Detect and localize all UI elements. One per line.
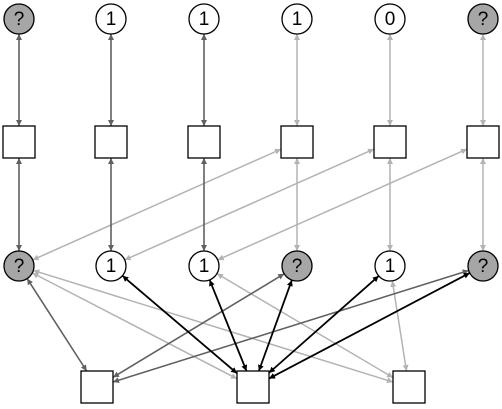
upper-factor-node-4 [373,125,407,159]
top-variable-node-5-label: ? [478,9,489,30]
top-variable-node-4-circle [374,3,406,35]
middle-variable-node-3-circle [281,250,313,282]
upper-factor-node-2 [187,125,221,159]
middle-variable-node-5-label: ? [478,256,489,277]
middle-variable-node-0: ? [3,250,35,282]
top-variable-node-1-label: 1 [106,9,117,30]
top-variable-node-4-label: 0 [385,9,396,30]
top-variable-node-0: ? [3,3,35,35]
top-variable-node-2: 1 [188,3,220,35]
middle-variable-node-0-label: ? [14,256,25,277]
middle-variable-node-1-label: 1 [106,256,117,277]
edge-node-4-to-lower-factor-1 [268,275,380,374]
top-variable-node-4: 0 [374,3,406,35]
edge-factor-4-to-node-1 [124,148,375,261]
top-variable-node-1: 1 [95,3,127,35]
top-variable-node-1-circle [95,3,127,35]
top-variable-node-5-circle [467,3,499,35]
top-variable-node-3-circle [281,3,313,35]
middle-variable-node-5-circle [467,250,499,282]
edge-node-0-to-lower-factor-1 [31,272,238,380]
lower-factor-node-0 [80,370,114,404]
nodes-layer: ? 1 1 1 0?? 1 1? 1? [2,3,500,404]
edge-factor-5-to-node-2 [217,148,468,261]
middle-variable-node-3: ? [281,250,313,282]
edge-node-5-to-lower-factor-1 [268,272,471,380]
middle-variable-node-5: ? [467,250,499,282]
upper-factor-node-3 [280,125,314,159]
upper-factor-node-1 [94,125,128,159]
middle-variable-node-4-circle [374,250,406,282]
middle-variable-node-3-label: ? [292,256,303,277]
top-variable-node-0-label: ? [14,9,25,30]
middle-variable-node-2-circle [188,250,220,282]
middle-variable-node-1: 1 [95,250,127,282]
middle-variable-node-4: 1 [374,250,406,282]
middle-variable-node-0-circle [3,250,35,282]
top-variable-node-2-label: 1 [199,9,210,30]
edge-node-2-to-lower-factor-1 [208,279,248,372]
middle-variable-node-4-label: 1 [385,256,396,277]
edge-node-0-to-lower-factor-0 [26,278,88,372]
lower-factor-node-1 [236,370,270,404]
top-variable-node-3-label: 1 [292,9,303,30]
edge-node-5-to-lower-factor-0 [112,269,469,384]
middle-variable-node-1-circle [95,250,127,282]
upper-factor-node-5 [466,125,500,159]
middle-variable-node-2: 1 [188,250,220,282]
middle-variable-node-2-label: 1 [199,256,210,277]
top-variable-node-3: 1 [281,3,313,35]
edge-factor-3-to-node-0 [32,148,282,261]
lower-factor-node-2 [392,370,426,404]
upper-factor-node-0 [2,125,36,159]
edge-node-1-to-lower-factor-1 [121,275,238,375]
top-variable-node-5: ? [467,3,499,35]
top-variable-node-0-circle [3,3,35,35]
top-variable-node-2-circle [188,3,220,35]
edges-layer [16,34,486,384]
